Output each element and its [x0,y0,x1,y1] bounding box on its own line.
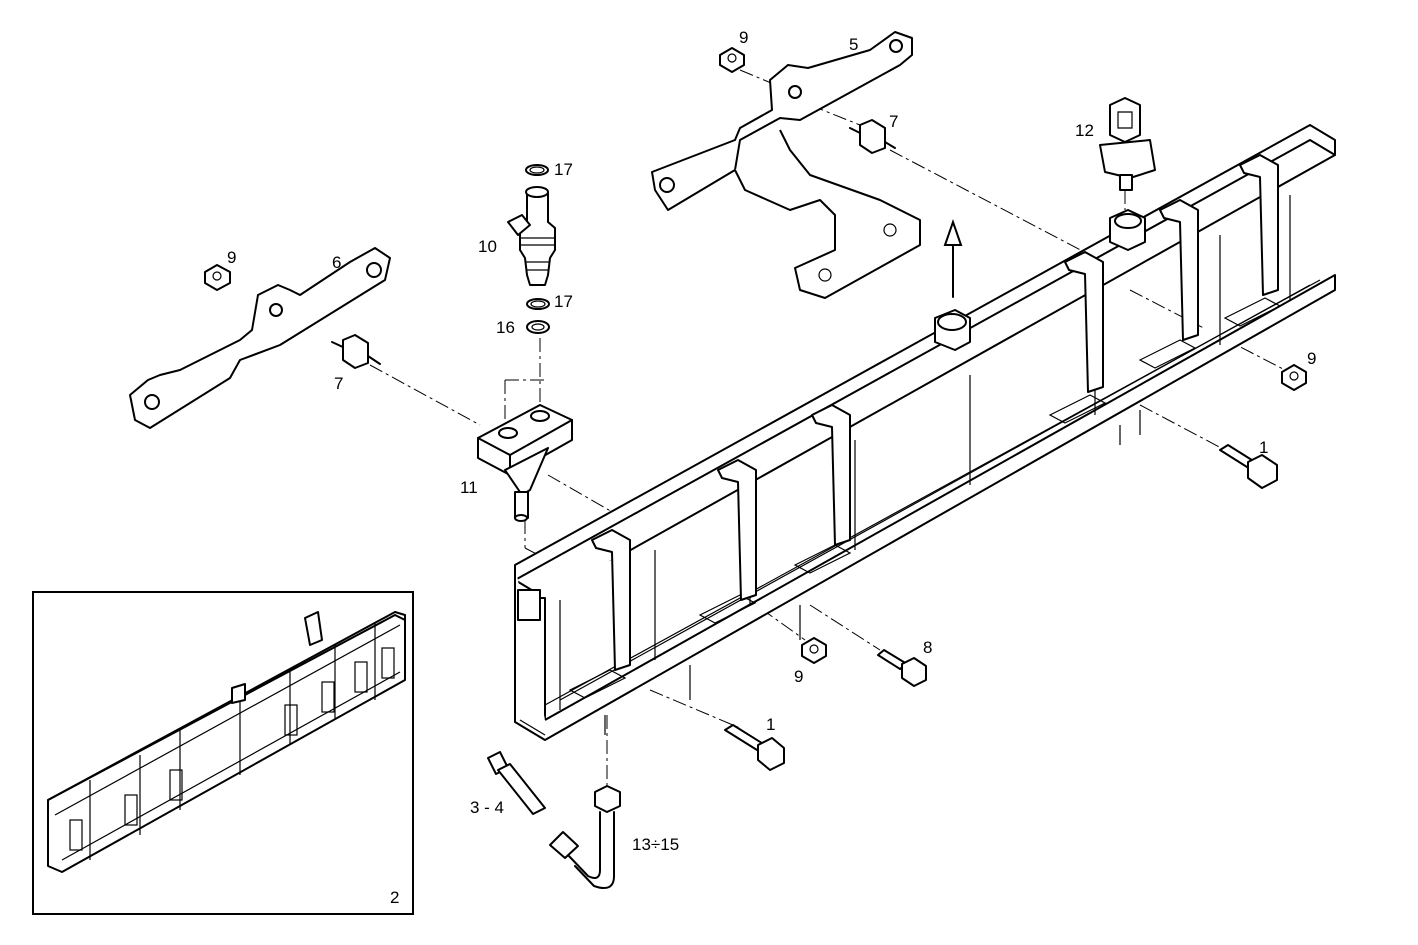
callout-9-top: 9 [739,28,748,47]
bracket-6 [129,247,391,429]
callout-13-15: 13÷15 [632,835,679,854]
stud-7-left [331,334,381,369]
callout-9-bottom: 9 [794,667,803,686]
bolt-8 [877,649,927,687]
pipe-13-15 [549,785,621,889]
callout-9-right: 9 [1307,349,1316,368]
callout-7-left: 7 [334,374,343,393]
callout-17-bottom: 17 [554,292,573,311]
nut-9-right [1281,364,1307,391]
callout-17-top: 17 [554,160,573,179]
nut-9-bottom [801,637,827,664]
nut-9-top [719,47,745,73]
stud-7-top [849,119,896,154]
callout-3-4: 3 - 4 [470,798,504,817]
callout-11: 11 [460,478,478,497]
callout-7-top: 7 [889,112,898,131]
callout-8: 8 [923,638,932,657]
callout-10: 10 [478,237,497,256]
inset-complete-assembly [32,591,414,915]
callout-5: 5 [849,35,858,54]
bracket-5 [651,31,921,299]
callout-16: 16 [496,318,515,337]
callout-labels: 9 5 7 17 10 17 16 9 6 7 11 12 9 1 8 9 1 … [227,28,1316,907]
callout-1-right: 1 [1259,438,1268,457]
callout-1-bottom: 1 [766,715,775,734]
callout-6: 6 [332,253,341,272]
bolt-1-bottom [724,724,785,771]
pressure-sensor-12 [1099,97,1156,191]
fitting-3-4 [487,751,546,815]
washer-16 [526,320,550,334]
rail-frame [514,124,1336,741]
callout-2: 2 [390,888,399,907]
o-ring-17-top [525,164,549,176]
distribution-block-11 [477,404,573,522]
injector-10 [507,186,556,286]
callout-9-left: 9 [227,248,236,267]
callout-12: 12 [1075,121,1094,140]
direction-arrow-icon [943,218,963,298]
nut-9-left [204,264,231,291]
bolt-1-right [1219,444,1278,489]
o-ring-17-bottom [526,298,550,310]
